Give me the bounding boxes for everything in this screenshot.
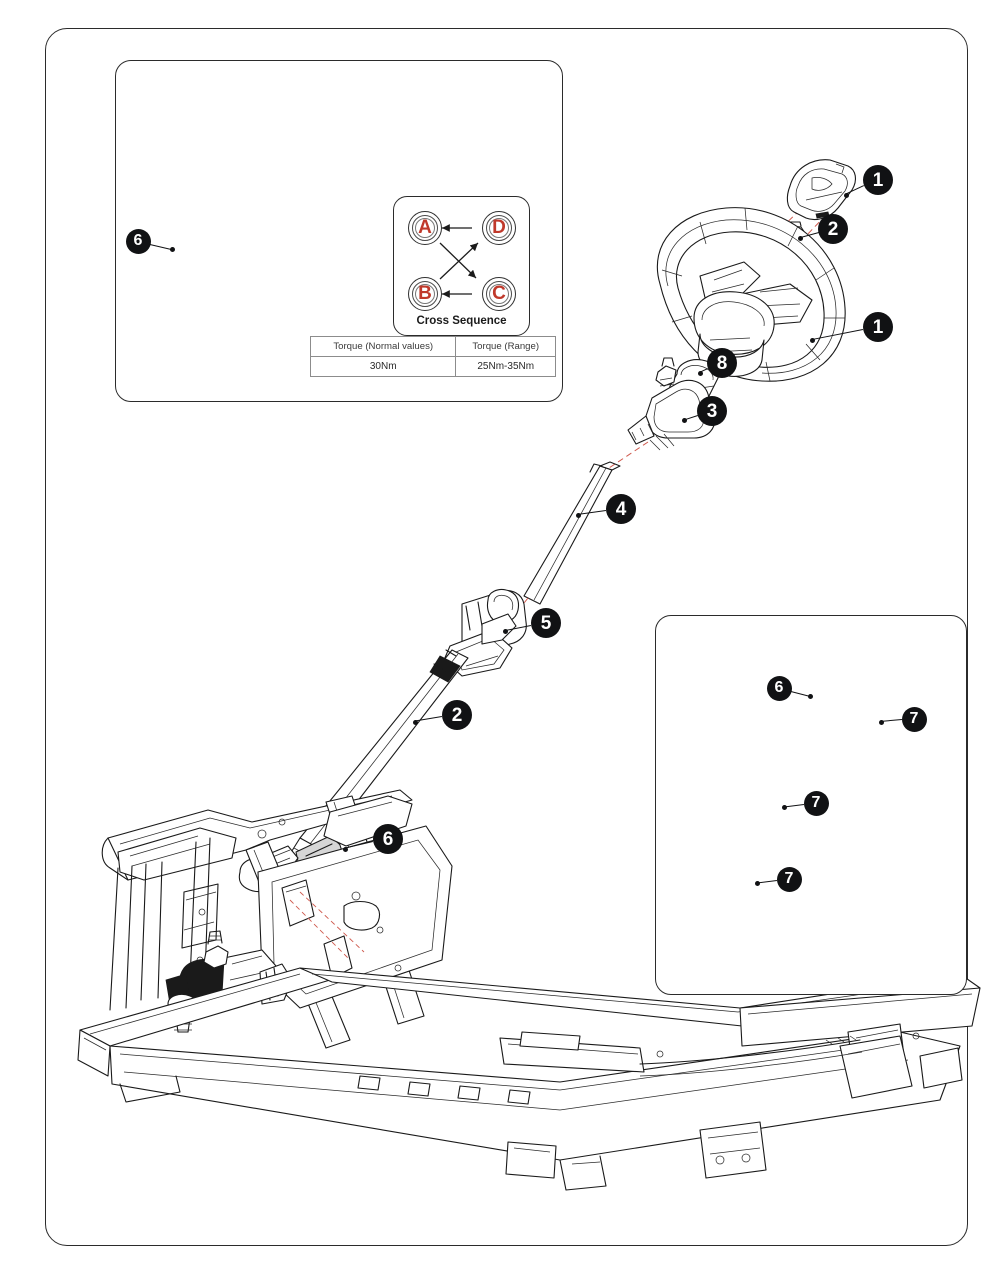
page-border [45,28,968,1246]
callout-2-c2-clip[interactable]: 2 [818,214,848,244]
callout-leader-dot [412,719,418,725]
torque-value-range: 25Nm-35Nm [455,356,556,377]
callout-leader-dot [843,192,849,198]
callout-6-c6-inset-uj[interactable]: 6 [766,675,792,701]
callout-6-c6-bolt-main[interactable]: 6 [373,824,403,854]
callout-1-c1-wheel[interactable]: 1 [863,312,893,342]
callout-leader-dot [809,337,815,343]
cross-sequence-box: A D B C Cross Sequence [393,196,530,336]
cross-sequence-title: Cross Sequence [416,315,507,327]
callout-leader-dot [502,628,508,634]
callout-8-c8-nut[interactable]: 8 [707,348,737,378]
callout-leader-dot [754,880,760,886]
table-row-values: 30Nm 25Nm-35Nm [309,356,556,377]
torque-value-normal: 30Nm [309,356,457,377]
callout-leader-dot [878,719,884,725]
callout-leader-dot [797,235,803,241]
callout-leader-dot [681,417,687,423]
callout-1-c1-keyfob[interactable]: 1 [863,165,893,195]
callout-leader-dot [575,512,581,518]
callout-leader-dot [697,370,703,376]
callout-3-c3-switch[interactable]: 3 [697,396,727,426]
callout-leader-dot [342,846,348,852]
callout-7-c7-inset-top[interactable]: 7 [901,706,927,732]
torque-header-normal: Torque (Normal values) [309,336,457,357]
cross-node-d: D [482,211,516,245]
callout-leader-dot [807,693,813,699]
callout-7-c7-inset-low[interactable]: 7 [776,866,802,892]
callout-6-c6-inset-dash[interactable]: 6 [125,228,151,254]
callout-7-c7-inset-mid[interactable]: 7 [803,790,829,816]
callout-leader-dot [781,804,787,810]
cross-node-a: A [408,211,442,245]
torque-table: Torque (Normal values) Torque (Range) 30… [309,336,556,377]
callout-4-c4-shaft[interactable]: 4 [606,494,636,524]
callout-2-c2-column[interactable]: 2 [442,700,472,730]
torque-header-range: Torque (Range) [455,336,556,357]
callout-5-c5-bracket[interactable]: 5 [531,608,561,638]
table-row-header: Torque (Normal values) Torque (Range) [309,336,556,357]
callout-leader-dot [169,246,175,252]
cross-node-c: C [482,277,516,311]
cross-node-b: B [408,277,442,311]
